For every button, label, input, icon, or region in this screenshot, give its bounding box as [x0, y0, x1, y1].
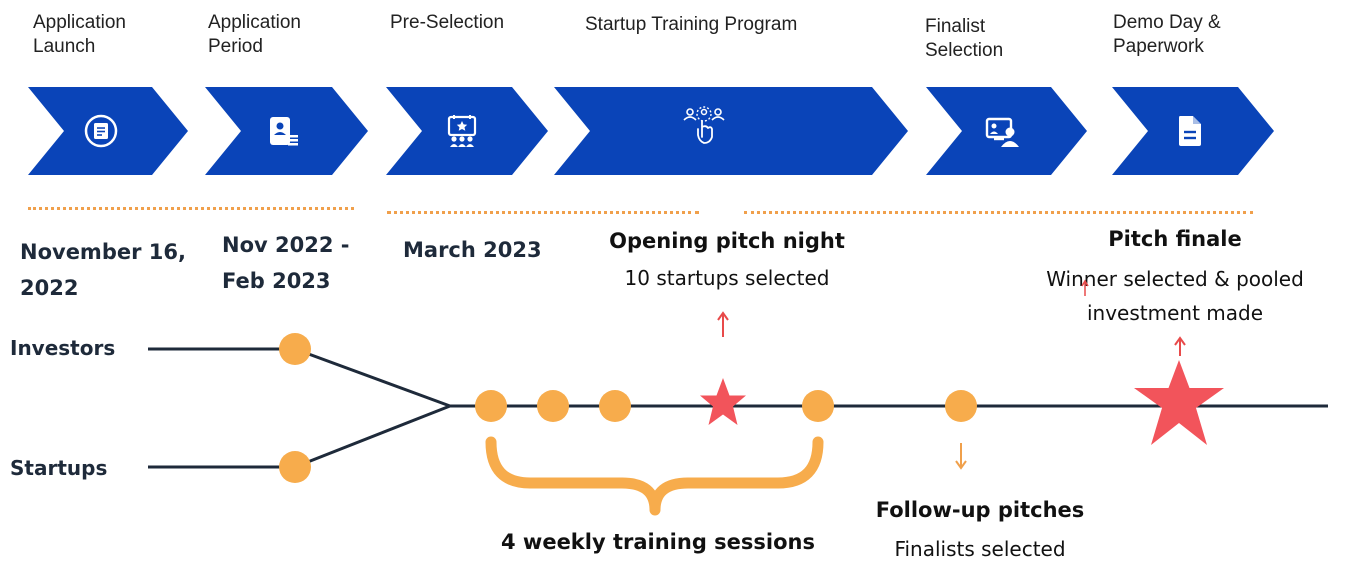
- startups-merge-line: [294, 404, 451, 469]
- opening-pitch-night-title: Opening pitch night: [609, 229, 845, 253]
- lane-label-investors: Investors: [10, 336, 116, 360]
- timeline-dot-startups: [279, 451, 311, 483]
- date-application-launch: November 16, 2022: [20, 240, 186, 300]
- lane-label-startups: Startups: [10, 456, 108, 480]
- pitch-finale-star: [1134, 360, 1224, 445]
- phase-title-pre-selection: Pre-Selection: [390, 12, 505, 33]
- date-pre-selection: March 2023: [403, 238, 542, 262]
- dotted-separator-preselection: [387, 211, 699, 214]
- follow-up-pitches-subtitle: Finalists selected: [894, 537, 1066, 561]
- opening-pitch-star: [700, 378, 746, 425]
- training-sessions-label: 4 weekly training sessions: [501, 530, 815, 554]
- arrow-up-opening: [717, 311, 729, 337]
- timeline-dot-session-1: [475, 390, 507, 422]
- follow-up-pitches-title: Follow-up pitches: [875, 498, 1085, 522]
- dotted-separator-application: [28, 207, 354, 210]
- timeline-dot-follow-up: [945, 390, 977, 422]
- application-form-icon: [83, 113, 119, 149]
- video-meeting-icon: [984, 113, 1020, 149]
- investors-merge-line: [294, 347, 451, 408]
- date-application-period: Nov 2022 - Feb 2023: [222, 233, 350, 293]
- pitch-finale-subtitle: Winner selected & pooled investment made: [1046, 267, 1304, 325]
- timeline-dot-session-3: [599, 390, 631, 422]
- phase-title-application-period: Application Period: [208, 12, 301, 57]
- id-card-icon: [265, 113, 301, 149]
- opening-pitch-night-subtitle: 10 startups selected: [624, 266, 830, 290]
- pitch-finale-title: Pitch finale: [1108, 227, 1242, 251]
- phase-title-demo-day: Demo Day & Paperwork: [1113, 12, 1221, 57]
- dotted-separator-program: [744, 211, 1253, 214]
- training-sessions-brace: [485, 436, 824, 516]
- document-icon: [1172, 113, 1208, 149]
- timeline-dot-investors: [279, 333, 311, 365]
- arrow-down-follow-up: [955, 443, 967, 470]
- phase-title-application-launch: Application Launch: [33, 12, 126, 57]
- phase-chevron-startup-training: [554, 87, 908, 175]
- phase-title-finalist-selection: Finalist Selection: [925, 16, 1004, 61]
- arrow-up-finale: [1174, 336, 1186, 356]
- timeline-dot-session-2: [537, 390, 569, 422]
- event-audience-icon: [444, 113, 480, 149]
- team-touch-icon: [682, 105, 726, 149]
- arrow-up-finale-text: [1081, 279, 1089, 296]
- timeline-dot-session-4: [802, 390, 834, 422]
- phase-title-startup-training: Startup Training Program: [585, 14, 798, 35]
